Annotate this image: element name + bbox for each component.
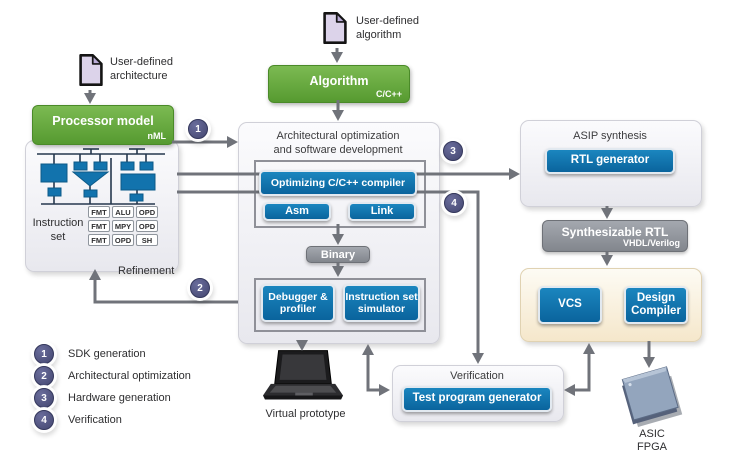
laptop-icon [263, 350, 344, 400]
virtual-prototype-label: Virtual prototype [265, 408, 346, 420]
step-marker-2: 2 [190, 278, 210, 298]
legend-marker-1: 1 [34, 344, 54, 364]
asm-node: Asm [263, 202, 331, 221]
processor-model-language: nML [147, 131, 167, 141]
legend-marker-4: 4 [34, 410, 54, 430]
algorithm-language: C/C++ [375, 89, 402, 99]
legend-item-hardware-generation: 3 Hardware generation [34, 388, 171, 408]
document-icon-algorithm [323, 11, 347, 45]
table-cell: FMT [88, 234, 110, 246]
debugger-profiler-node: Debugger & profiler [261, 284, 335, 322]
chip-icon [621, 366, 683, 428]
table-cell: OPD [112, 234, 134, 246]
legend-item-sdk-generation: 1 SDK generation [34, 344, 146, 364]
asic-fpga-label: ASIC FPGA [637, 428, 667, 453]
instruction-set-label: Instruction set [32, 217, 84, 244]
vcs-node: VCS [538, 286, 602, 324]
test-program-generator-node: Test program generator [402, 386, 552, 412]
legend-marker-2: 2 [34, 366, 54, 386]
refinement-label: Refinement [118, 265, 175, 277]
synthesizable-rtl-box: Synthesizable RTL VHDL/Verilog [542, 220, 688, 252]
table-cell: SH [136, 234, 158, 246]
binary-node: Binary [306, 246, 370, 263]
table-cell: FMT [88, 206, 110, 218]
table-cell: OPD [136, 220, 158, 232]
architecture-doc-label: User-defined architecture [110, 56, 173, 83]
algorithm-box: Algorithm C/C++ [268, 65, 410, 103]
step-marker-4: 4 [444, 193, 464, 213]
link-node: Link [348, 202, 416, 221]
optimizing-compiler-node: Optimizing C/C++ compiler [259, 170, 417, 196]
datapath-circuit-icon [37, 148, 165, 205]
step-marker-1: 1 [188, 119, 208, 139]
algorithm-doc-label: User-defined algorithm [356, 15, 419, 42]
legend-marker-3: 3 [34, 388, 54, 408]
asip-synthesis-title: ASIP synthesis [573, 130, 647, 142]
rtl-generator-node: RTL generator [545, 148, 675, 174]
step-marker-3: 3 [443, 141, 463, 161]
processor-model-box: Processor model nML [32, 105, 174, 145]
table-cell: ALU [112, 206, 134, 218]
legend-item-verification: 4 Verification [34, 410, 122, 430]
table-cell: FMT [88, 220, 110, 232]
table-cell: OPD [136, 206, 158, 218]
rtl-language: VHDL/Verilog [622, 238, 680, 248]
sdk-panel-title: Architectural optimization and software … [273, 130, 403, 156]
instruction-set-simulator-node: Instruction set simulator [343, 284, 420, 322]
verification-title: Verification [450, 370, 504, 382]
document-icon-architecture [79, 53, 103, 87]
design-compiler-node: Design Compiler [624, 286, 688, 324]
instruction-format-table: FMT ALU OPD FMT MPY OPD FMT OPD SH [88, 206, 158, 246]
table-cell: MPY [112, 220, 134, 232]
legend-item-architectural-optimization: 2 Architectural optimization [34, 366, 191, 386]
